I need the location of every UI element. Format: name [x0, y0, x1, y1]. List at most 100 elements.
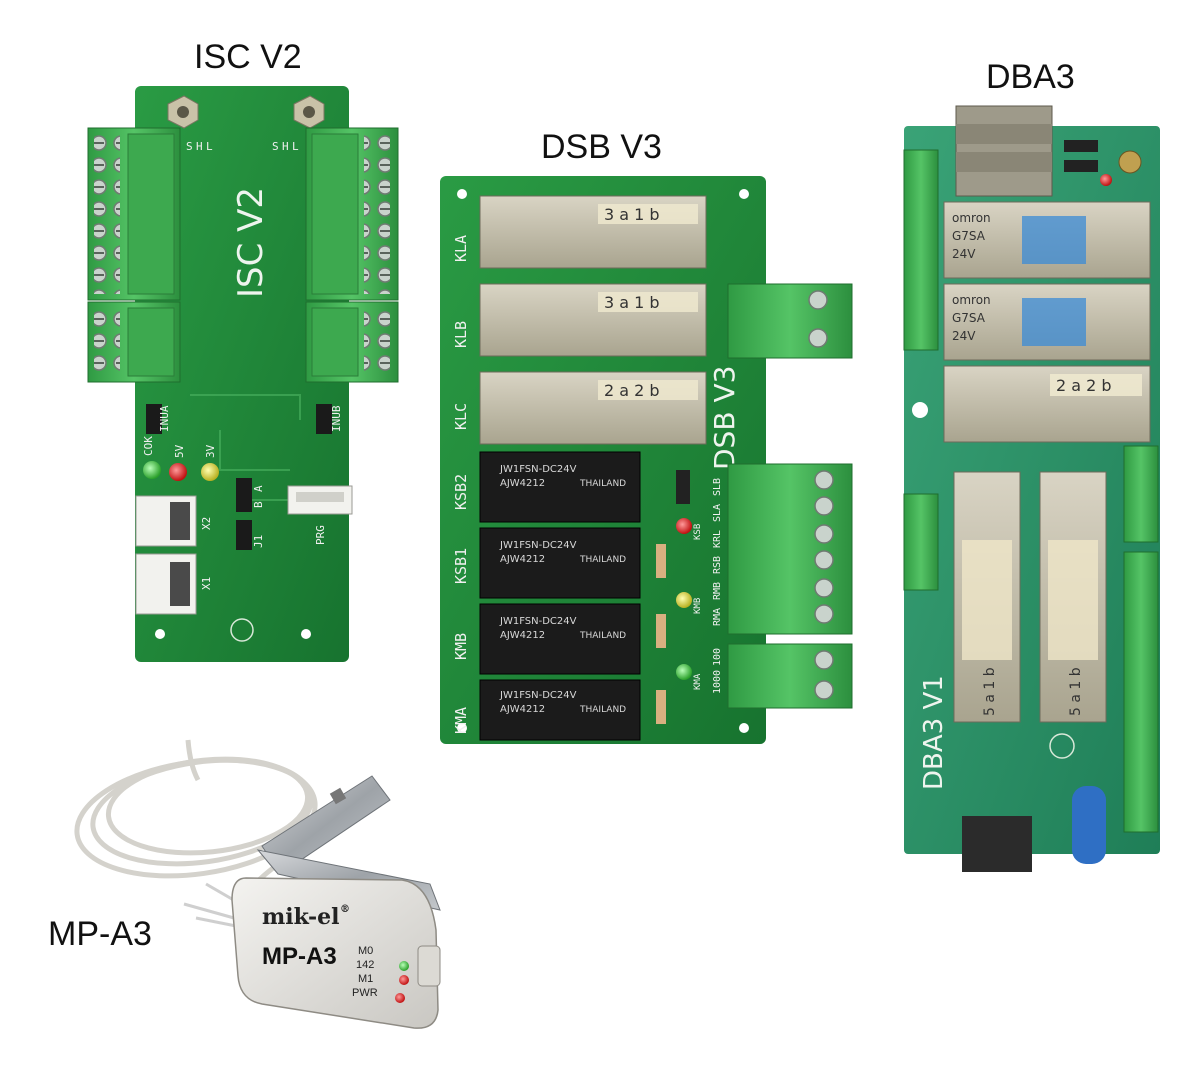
- connector-x2: [135, 495, 197, 547]
- safety-relay: 2 a 2 b: [479, 371, 707, 445]
- dsb-relay-label: KLA: [452, 235, 470, 262]
- relay-contact-label: 3 a 1 b: [604, 205, 660, 224]
- mounting-hole: [457, 189, 467, 199]
- mp-a3-sensor: mik-el ® MP-A3 M0 142 M1 PWR: [74, 739, 441, 1029]
- isc-pin-label: H: [196, 140, 203, 153]
- dsb-v3-board: 3 a 1 b 3 a 1 b 2 a 2 b JW1FSN-DC24V AJW…: [440, 176, 853, 744]
- dsb-relay-label: KSB1: [452, 548, 470, 584]
- mp-a3-caption: MP-A3: [48, 915, 152, 953]
- terminal-block-6pin: [727, 463, 853, 635]
- safety-relay: 2 a 2 b: [943, 365, 1151, 443]
- relay-contact-label: 5 a 1 b: [982, 667, 998, 716]
- led-red-icon: [1100, 174, 1112, 186]
- relay-origin-label: THAILAND: [579, 479, 626, 489]
- led-yellow-icon: [201, 463, 219, 481]
- dsb-terminal-label: RMA: [712, 608, 723, 626]
- dsb-led-label: KMA: [693, 673, 703, 690]
- relay-model-label: JW1FSN-DC24V: [499, 616, 577, 627]
- relay-model-label: JW1FSN-DC24V: [499, 464, 577, 475]
- dsb-terminal-label: RMB: [712, 582, 723, 600]
- isc-port-label: X2: [200, 517, 213, 530]
- relay-model-label: JW1FSN-DC24V: [499, 540, 577, 551]
- safety-relay-tall: 5 a 1 b: [953, 471, 1021, 723]
- led-green-icon: [399, 961, 409, 971]
- dsb-led-label: KMB: [693, 598, 703, 614]
- relay-model-label: G7SA: [952, 311, 986, 325]
- certification-seal-icon: [1049, 733, 1075, 759]
- omron-relay: omron G7SA 24V: [943, 201, 1151, 279]
- capacitor: [1072, 786, 1106, 864]
- relay-model-label: G7SA: [952, 229, 986, 243]
- sensor-indicator-label: M0: [358, 945, 373, 957]
- mounting-hole: [739, 189, 749, 199]
- terminal-block-right-lower: [305, 301, 399, 383]
- sensor-indicator-label: PWR: [352, 987, 378, 999]
- jumper-header: [146, 404, 162, 434]
- dsb-relay-label: KMB: [452, 633, 470, 660]
- sensor-cable: [74, 739, 318, 907]
- isc-jumper-label: B: [252, 501, 265, 508]
- dsb-led-label: KSB: [693, 524, 703, 540]
- relay-brand-label: omron: [952, 211, 991, 225]
- connector-x1: [135, 553, 197, 615]
- relay-origin-label: THAILAND: [579, 631, 626, 641]
- led-red-icon: [169, 463, 187, 481]
- jumper-header: [236, 520, 252, 550]
- signal-relay: JW1FSN-DC24V AJW4212 THAILAND: [479, 527, 641, 599]
- dsb-terminal-label: SLA: [712, 504, 723, 522]
- relay-contact-label: 5 a 1 b: [1068, 667, 1084, 716]
- isc-jumper-label: INUB: [330, 405, 343, 432]
- certification-seal-icon: [230, 618, 254, 642]
- relay-origin-label: THAILAND: [579, 705, 626, 715]
- trimmer-icon: [1118, 150, 1142, 174]
- led-yellow-icon: [676, 592, 692, 608]
- isc-led-label: 5V: [173, 444, 186, 458]
- terminal-header-right: [1123, 445, 1159, 833]
- dsb-relay-label: KMA: [452, 707, 470, 734]
- isc-led-label: 3V: [204, 444, 217, 458]
- sensor-indicator-label: M1: [358, 973, 373, 985]
- dsb-relay-label: KLC: [452, 403, 470, 430]
- jumper-header: [316, 404, 332, 434]
- dsb-terminal-label: 1000: [712, 670, 723, 694]
- relay-part-label: AJW4212: [500, 704, 545, 715]
- relay-brand-label: omron: [952, 293, 991, 307]
- dba3-caption: DBA3: [986, 58, 1075, 96]
- isc-pin-label: S: [272, 140, 279, 153]
- safety-relay-tall: 5 a 1 b: [1039, 471, 1107, 723]
- mounting-nut-icon: [293, 95, 325, 129]
- sensor-housing: mik-el ® MP-A3 M0 142 M1 PWR: [231, 877, 441, 1029]
- connector-prg: [287, 485, 353, 515]
- mounting-hole: [457, 723, 467, 733]
- led-green-icon: [676, 664, 692, 680]
- diode: [1064, 140, 1098, 152]
- signal-relay: JW1FSN-DC24V AJW4212 THAILAND: [479, 603, 641, 675]
- terminal-block-left-upper: [87, 127, 181, 301]
- signal-relay: JW1FSN-DC24V AJW4212 THAILAND: [479, 451, 641, 523]
- relay-part-label: AJW4212: [500, 630, 545, 641]
- terminal-block-left-lower: [87, 301, 181, 383]
- mounting-hole: [155, 629, 165, 639]
- relay-voltage-label: 24V: [952, 247, 976, 261]
- relay-voltage-label: 24V: [952, 329, 976, 343]
- dba3-board-marking: DBA3 V1: [919, 675, 949, 790]
- registered-mark: ®: [340, 904, 350, 915]
- dsb-terminal-label: RSB: [712, 556, 723, 574]
- mounting-hole: [301, 629, 311, 639]
- relay-model-label: JW1FSN-DC24V: [499, 690, 577, 701]
- relay-contact-label: 3 a 1 b: [604, 293, 660, 312]
- isc-pin-label: L: [206, 140, 213, 153]
- jumper-header: [236, 478, 252, 512]
- isc-jumper-label: A: [252, 485, 265, 492]
- resistor: [656, 690, 666, 724]
- isc-board-marking: ISC V2: [231, 187, 271, 298]
- sensor-model-label: MP-A3: [262, 943, 337, 970]
- led-red-icon: [676, 518, 692, 534]
- led-green-icon: [143, 461, 161, 479]
- relay-part-label: AJW4212: [500, 554, 545, 565]
- dba3-board: omron G7SA 24V omron G7SA 24V 2 a 2 b 5 …: [903, 105, 1160, 872]
- sensor-indicator-label: 142: [356, 959, 374, 971]
- isc-pin-label: H: [282, 140, 289, 153]
- dsb-v3-caption: DSB V3: [541, 128, 662, 166]
